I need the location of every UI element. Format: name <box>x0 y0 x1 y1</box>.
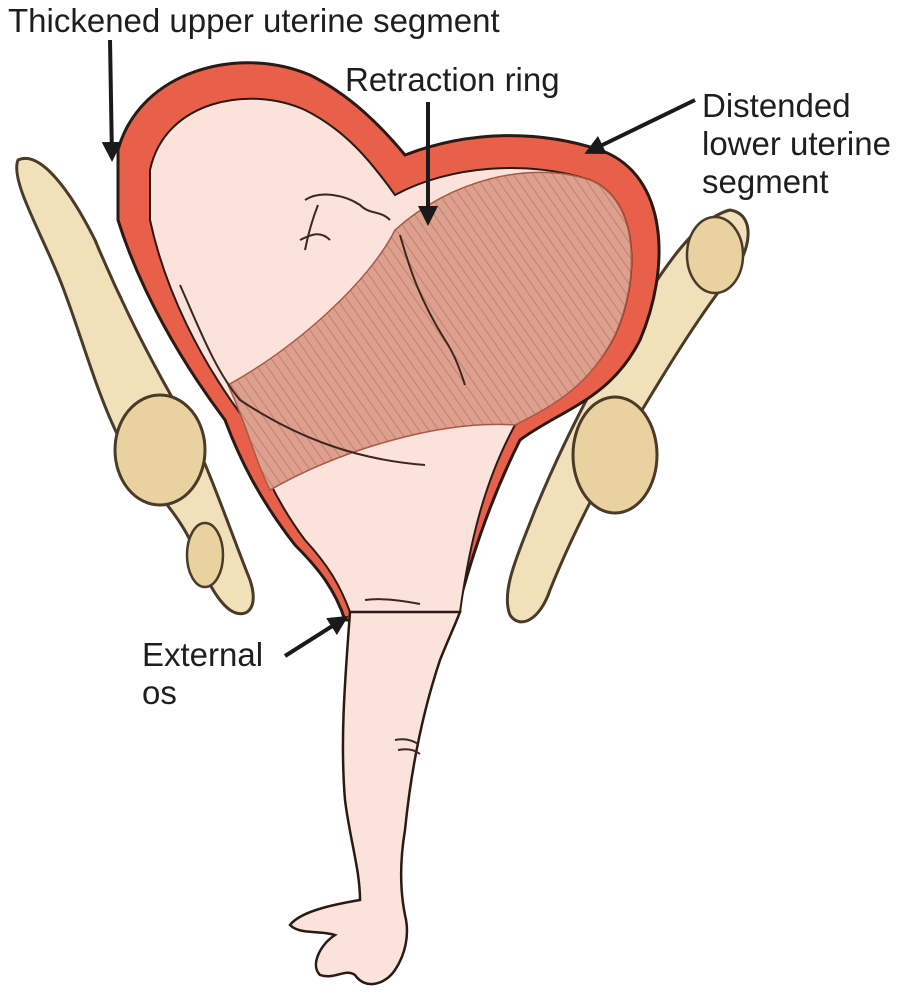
arrow-external-os <box>285 618 345 656</box>
label-os-line1: External <box>142 636 263 674</box>
label-distended-lower-segment: Distended lower uterine segment <box>702 87 891 201</box>
label-thickened-upper-segment: Thickened upper uterine segment <box>8 2 500 40</box>
fetal-arm <box>290 612 460 984</box>
label-lower-line1: Distended <box>702 87 891 125</box>
label-external-os: External os <box>142 636 263 712</box>
label-lower-line3: segment <box>702 163 891 201</box>
label-os-line2: os <box>142 674 263 712</box>
arrow-upper-segment <box>110 40 112 158</box>
label-lower-line2: lower uterine <box>702 125 891 163</box>
arrow-lower-segment <box>588 100 695 152</box>
label-retraction-ring: Retraction ring <box>345 61 560 99</box>
